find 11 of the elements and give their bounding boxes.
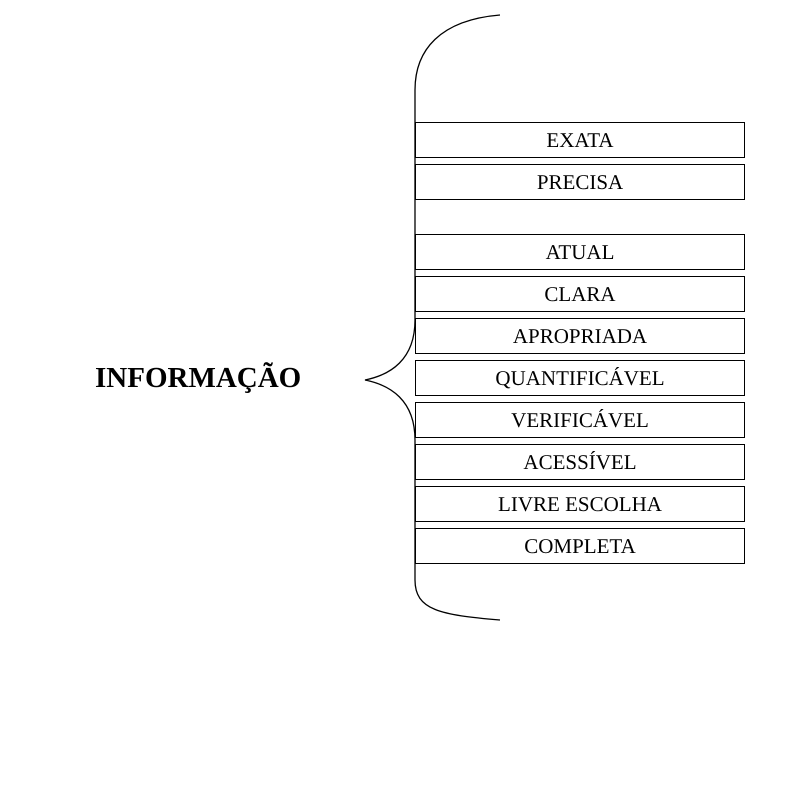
quality-box: APROPRIADA	[415, 318, 745, 354]
quality-box: VERIFICÁVEL	[415, 402, 745, 438]
quality-box: EXATA	[415, 122, 745, 158]
quality-box: LIVRE ESCOLHA	[415, 486, 745, 522]
quality-box: QUANTIFICÁVEL	[415, 360, 745, 396]
quality-box: ACESSÍVEL	[415, 444, 745, 480]
quality-box: PRECISA	[415, 164, 745, 200]
heading-label: INFORMAÇÃO	[95, 362, 302, 395]
quality-box: COMPLETA	[415, 528, 745, 564]
quality-box: CLARA	[415, 276, 745, 312]
quality-box: ATUAL	[415, 234, 745, 270]
